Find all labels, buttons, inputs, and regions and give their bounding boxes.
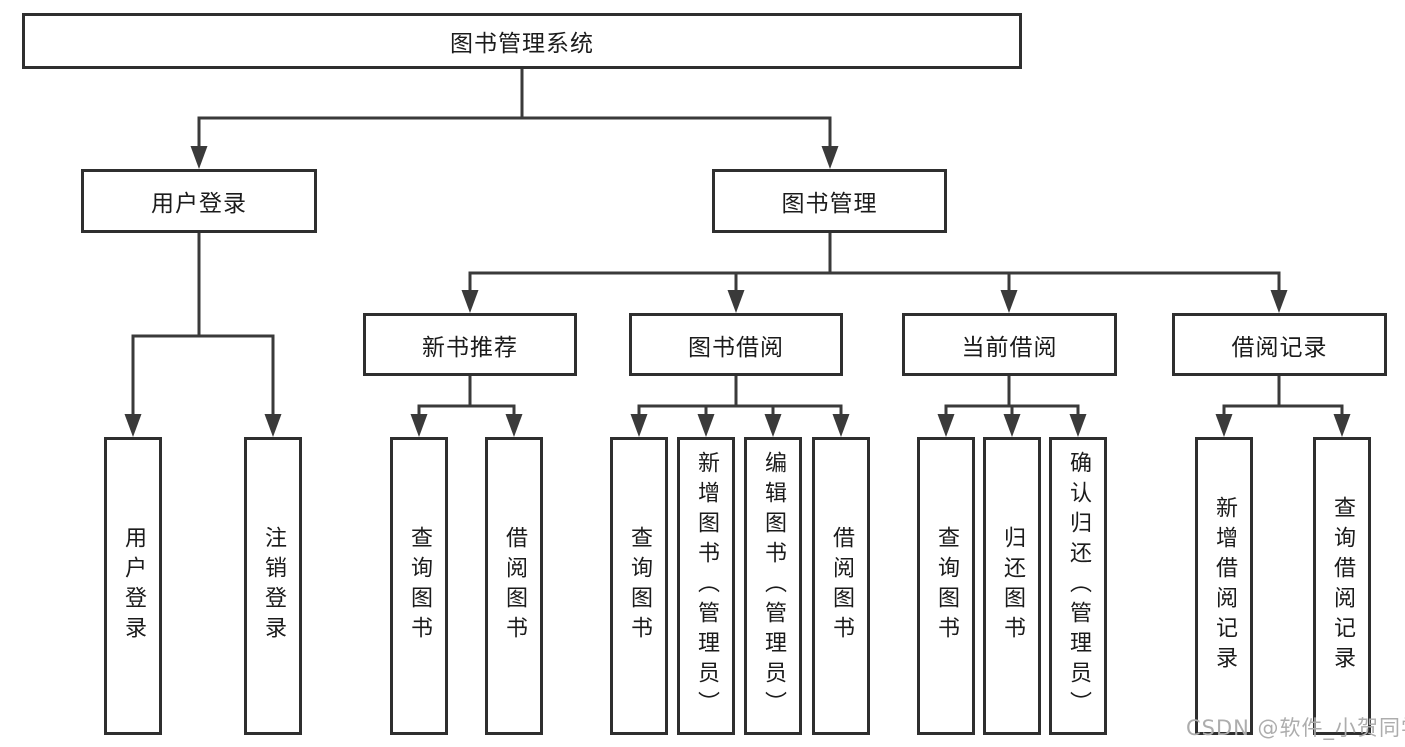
node-label: 用户登录 <box>151 191 247 217</box>
leaf-label: 查询图书 <box>934 526 959 646</box>
arrow-down-icon <box>697 414 715 437</box>
leaf-add-borrow-record: 新增借阅记录 <box>1195 437 1253 735</box>
arrow-down-icon <box>505 414 523 437</box>
node-user-login: 用户登录 <box>81 169 317 233</box>
arrow-down-icon <box>264 414 282 437</box>
arrow-down-icon <box>1215 414 1233 437</box>
leaf-borrow-books-recommend: 借阅图书 <box>485 437 543 735</box>
arrow-down-icon <box>630 414 648 437</box>
leaf-return-books: 归还图书 <box>983 437 1041 735</box>
node-library-management-system: 图书管理系统 <box>22 13 1022 69</box>
node-label: 图书管理 <box>781 191 878 217</box>
leaf-label: 查询借阅记录 <box>1330 496 1355 676</box>
arrow-down-icon <box>1000 290 1018 313</box>
arrow-down-icon <box>410 414 428 437</box>
leaf-label: 查询图书 <box>627 526 652 646</box>
leaf-query-books-current: 查询图书 <box>917 437 975 735</box>
arrow-down-icon <box>1003 414 1021 437</box>
node-label: 当前借阅 <box>961 334 1058 361</box>
arrow-down-icon <box>190 146 208 169</box>
leaf-logout-login: 注销登录 <box>244 437 302 735</box>
node-label: 新书推荐 <box>422 334 518 361</box>
leaf-label: 确认归还（管理员） <box>1066 451 1091 721</box>
leaf-query-books-recommend: 查询图书 <box>390 437 448 735</box>
leaf-edit-books-admin: 编辑图书（管理员） <box>744 437 802 735</box>
node-book-management: 图书管理 <box>712 169 947 233</box>
leaf-label: 查询图书 <box>407 526 432 646</box>
leaf-label: 编辑图书（管理员） <box>761 451 786 721</box>
arrow-down-icon <box>832 414 850 437</box>
node-borrowing-records: 借阅记录 <box>1172 313 1387 376</box>
node-new-book-recommend: 新书推荐 <box>363 313 577 376</box>
leaf-query-books-borrow: 查询图书 <box>610 437 668 735</box>
arrow-down-icon <box>1270 290 1288 313</box>
arrow-down-icon <box>461 290 479 313</box>
leaf-label: 注销登录 <box>261 526 286 646</box>
leaf-label: 归还图书 <box>1000 526 1025 646</box>
leaf-label: 借阅图书 <box>502 526 527 646</box>
csdn-watermark: CSDN @软件_小贺同学 <box>1186 716 1405 740</box>
leaf-label: 用户登录 <box>121 526 146 646</box>
leaf-label: 借阅图书 <box>829 526 854 646</box>
node-book-borrowing: 图书借阅 <box>629 313 843 376</box>
node-label: 图书管理系统 <box>450 31 594 57</box>
leaf-borrow-books: 借阅图书 <box>812 437 870 735</box>
arrow-down-icon <box>821 146 839 169</box>
leaf-add-books-admin: 新增图书（管理员） <box>677 437 735 735</box>
leaf-query-borrow-record: 查询借阅记录 <box>1313 437 1371 735</box>
arrow-down-icon <box>937 414 955 437</box>
leaf-label: 新增借阅记录 <box>1212 496 1237 676</box>
arrow-down-icon <box>124 414 142 437</box>
arrow-down-icon <box>764 414 782 437</box>
node-current-borrowing: 当前借阅 <box>902 313 1117 376</box>
leaf-label: 新增图书（管理员） <box>694 451 719 721</box>
node-label: 图书借阅 <box>688 334 784 361</box>
node-label: 借阅记录 <box>1231 334 1328 361</box>
leaf-confirm-return-admin: 确认归还（管理员） <box>1049 437 1107 735</box>
arrow-down-icon <box>1333 414 1351 437</box>
arrow-down-icon <box>1069 414 1087 437</box>
arrow-down-icon <box>727 290 745 313</box>
leaf-user-login: 用户登录 <box>104 437 162 735</box>
